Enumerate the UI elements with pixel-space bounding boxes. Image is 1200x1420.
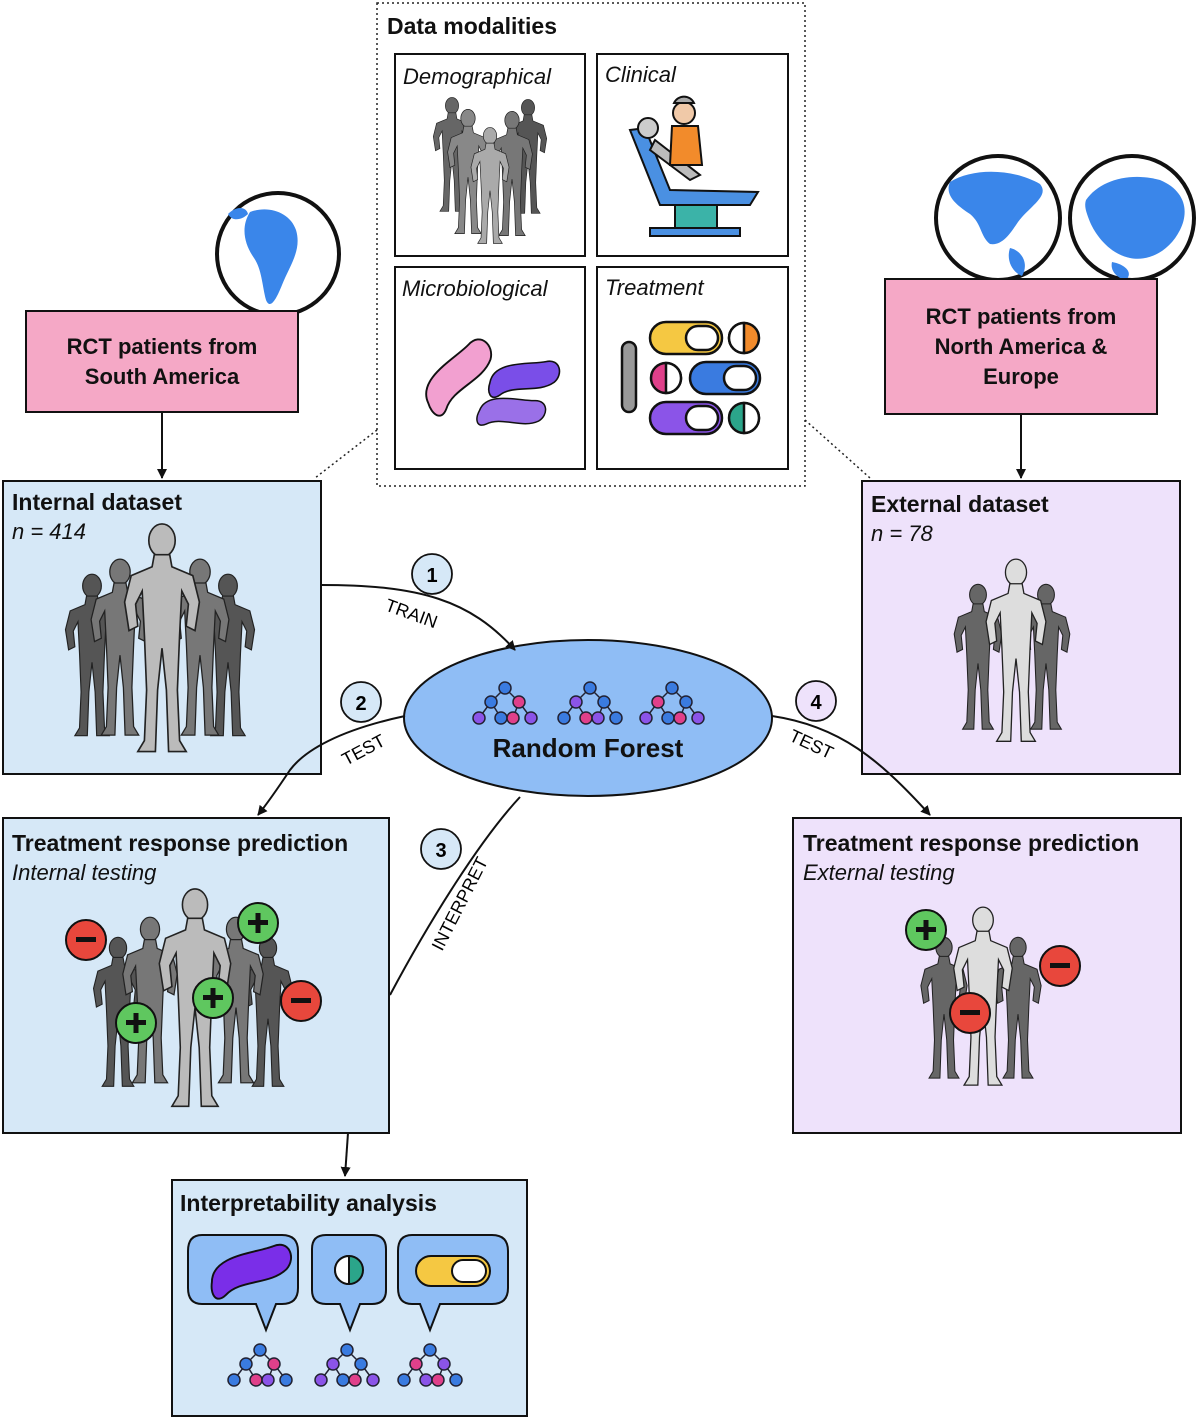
arrow-test-external [771,715,931,816]
step-2-circle [340,681,382,723]
south-america-box [25,310,299,413]
plus-icon [192,977,234,1019]
south-america-label: RCT patients from South America [26,311,298,412]
north-line-3: Europe [983,363,1059,389]
south-line-2: South America [84,363,240,389]
plus-icon [237,902,279,944]
step-1-num: 1 [426,565,437,587]
step-3-num: 3 [435,840,446,862]
forest-trees-icon [472,681,705,725]
arrow-to-interpretability [340,1132,351,1177]
random-forest-label: Random Forest [492,733,684,763]
globe-south-america-icon [215,191,341,317]
zoom-line-right [804,419,871,479]
external-dataset-n: n = 78 [871,521,933,546]
minus-icon [280,980,322,1022]
plus-icon [115,1002,157,1044]
internal-dataset-n: n = 414 [12,519,87,544]
minus-icon [65,919,107,961]
north-america-label: RCT patients from North America & Europe [885,279,1157,414]
zoom-line-left [314,429,378,479]
interpretability-title: Interpretability analysis [180,1190,437,1216]
modality-clinical: Clinical [605,62,676,87]
modality-demographical: Demographical [403,64,551,89]
modality-treatment: Treatment [605,275,704,300]
step-4-circle [795,680,837,722]
external-dataset-title: External dataset [871,491,1049,517]
train-label: TRAIN [383,595,441,632]
dental-chair-icon [628,95,760,237]
step-3-circle [420,828,462,870]
south-line-1: RCT patients from [66,333,258,359]
internal-prediction-title: Treatment response prediction [12,830,349,856]
interpret-trees-icon [227,1343,463,1387]
minus-icon [1039,945,1081,987]
plus-icon [905,909,947,951]
internal-prediction-subtitle: Internal testing [12,860,157,885]
step-4-num: 4 [810,692,822,714]
step-2-num: 2 [355,693,366,715]
globe-europe-icon [1068,154,1196,282]
internal-dataset-title: Internal dataset [12,489,182,515]
modalities-title: Data modalities [387,13,557,39]
test-external-label: TEST [786,725,836,763]
north-line-2: North America & [934,333,1108,359]
step-1-circle [411,553,453,595]
arrow-test-internal [257,715,406,816]
minus-icon [949,992,991,1034]
globe-north-america-icon [934,154,1062,282]
north-line-1: RCT patients from [925,303,1117,329]
feature-bubbles [187,1234,509,1333]
test-internal-label: TEST [338,730,388,769]
modalities-frame [376,2,806,487]
external-prediction-subtitle: External testing [803,860,955,885]
arrow-interpret [389,796,521,996]
north-america-europe-box [884,278,1158,415]
pills-icon [620,320,762,436]
arrow-train [320,584,516,651]
external-prediction-title: Treatment response prediction [803,830,1140,856]
modality-microbiological: Microbiological [402,276,548,301]
